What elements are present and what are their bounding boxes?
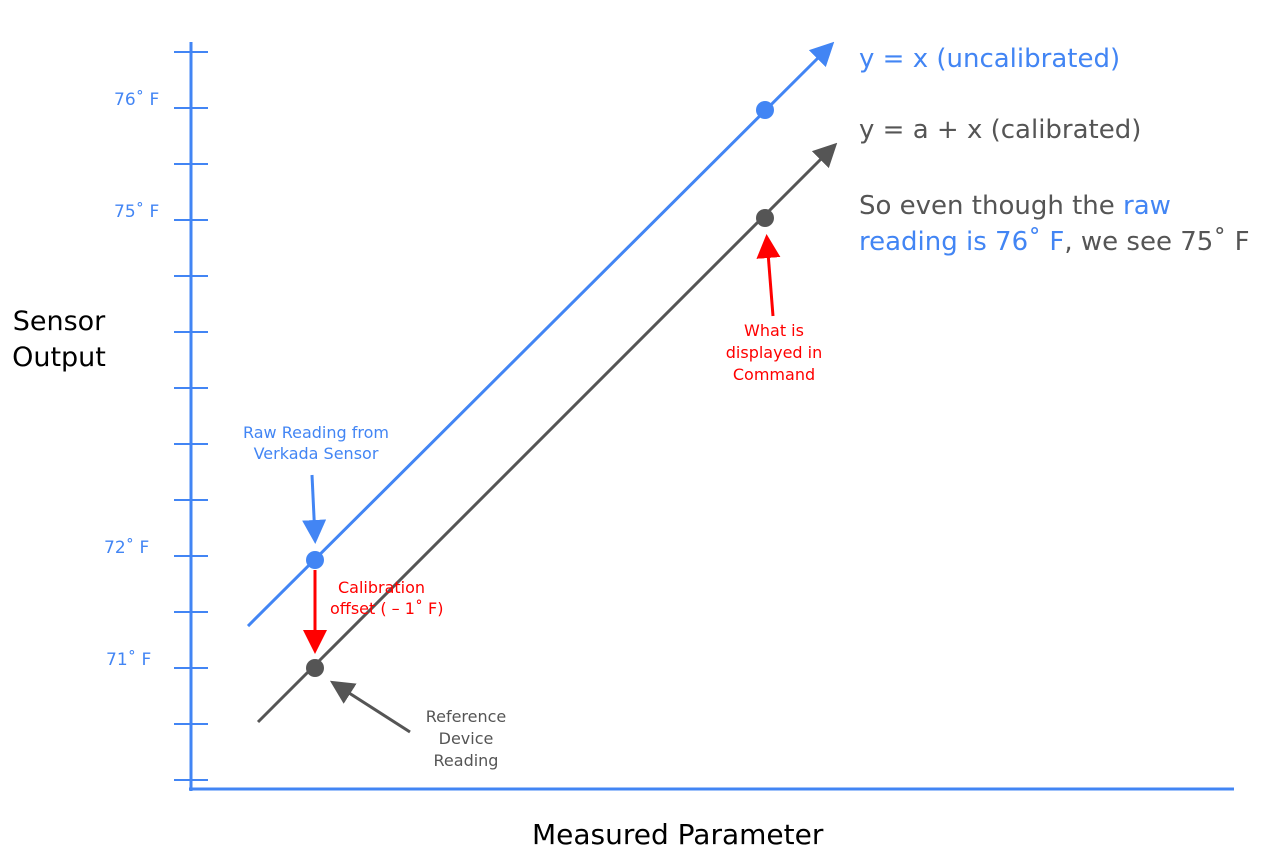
displayed-line2: displayed in bbox=[725, 343, 823, 362]
offset-line1: Calibration bbox=[338, 578, 426, 597]
explanation-part1: So even though the bbox=[859, 191, 1124, 221]
y-tick-76: 76˚ F bbox=[114, 90, 160, 110]
reference-line2: Device bbox=[438, 729, 494, 748]
displayed-arrow bbox=[756, 234, 781, 317]
raw-point-76 bbox=[756, 101, 774, 119]
y-label-line1: Sensor bbox=[12, 306, 106, 337]
y-tick-71: 71˚ F bbox=[106, 650, 152, 670]
reference-line3: Reading bbox=[433, 751, 499, 770]
displayed-annotation: What is displayed in Command bbox=[714, 320, 834, 386]
explanation-raw: raw bbox=[1123, 191, 1171, 221]
y-axis bbox=[174, 42, 208, 791]
explanation-part4: , we see 75˚ F bbox=[1064, 227, 1250, 257]
raw-reading-annotation: Raw Reading from Verkada Sensor bbox=[226, 422, 406, 464]
offset-annotation: Calibration offset ( – 1˚ F) bbox=[330, 577, 443, 619]
calibrated-point-71 bbox=[306, 659, 324, 677]
raw-point-72 bbox=[306, 551, 324, 569]
explanation-text: So even though the raw reading is 76˚ F,… bbox=[859, 188, 1250, 260]
raw-reading-arrow bbox=[302, 474, 327, 544]
uncalibrated-line bbox=[246, 41, 835, 628]
reference-arrow bbox=[329, 680, 411, 734]
raw-line1: Raw Reading from bbox=[242, 423, 389, 442]
offset-line2: offset ( – 1˚ F) bbox=[330, 599, 444, 618]
calibrated-line bbox=[256, 142, 838, 724]
y-label-line2: Output bbox=[12, 342, 106, 373]
raw-line2: Verkada Sensor bbox=[253, 444, 379, 463]
legend-calibrated: y = a + x (calibrated) bbox=[859, 115, 1142, 145]
x-axis-label: Measured Parameter bbox=[532, 818, 824, 851]
y-tick-72: 72˚ F bbox=[104, 538, 150, 558]
legend-uncalibrated: y = x (uncalibrated) bbox=[859, 44, 1121, 74]
reference-annotation: Reference Device Reading bbox=[406, 706, 526, 772]
displayed-line1: What is bbox=[744, 321, 804, 340]
y-axis-label: Sensor Output bbox=[0, 304, 118, 376]
explanation-raw-reading: reading is 76˚ F bbox=[859, 227, 1065, 257]
displayed-line3: Command bbox=[732, 365, 816, 384]
y-tick-75: 75˚ F bbox=[114, 202, 160, 222]
reference-line1: Reference bbox=[425, 707, 507, 726]
calibrated-point-75 bbox=[756, 209, 774, 227]
